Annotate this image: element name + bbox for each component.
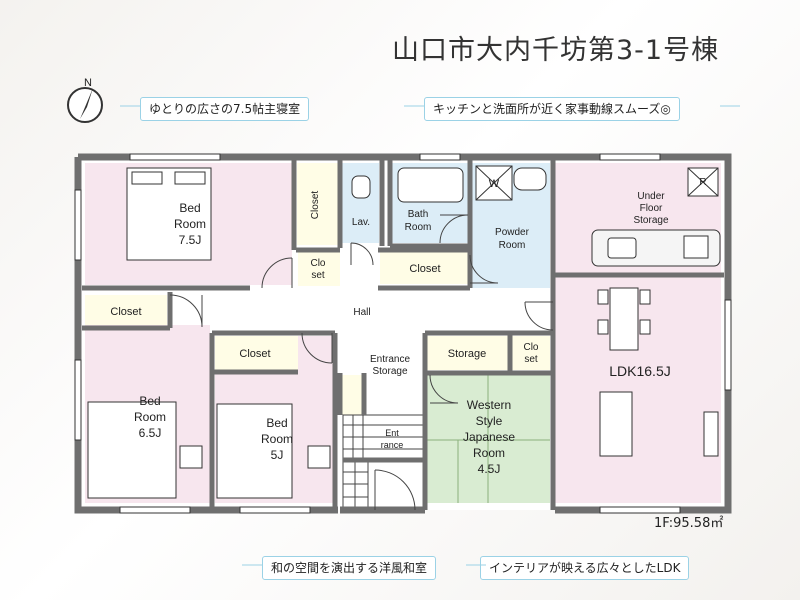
closet-mid-label: Closet — [409, 263, 440, 275]
bath-label-2: Room — [405, 222, 432, 233]
wet-fixtures — [351, 165, 547, 203]
closet-left-label: Closet — [110, 306, 141, 318]
powder-label-2: Room — [499, 240, 526, 251]
callout-japanese-room: 和の空間を演出する洋風和室 — [262, 556, 437, 580]
compass-icon: N — [67, 77, 103, 123]
bed2-label-2: Room — [134, 410, 166, 424]
closet-small2-label-2: set — [524, 354, 538, 365]
room-fill-storage — [427, 336, 509, 370]
callout-ldk: インテリアが映える広々としたLDK — [480, 556, 690, 580]
washer-label: W — [489, 178, 500, 190]
japanese-label-5: 4.5J — [478, 462, 501, 476]
callout-master-bedroom: ゆとりの広さの7.5帖主寝室 — [140, 97, 310, 121]
japanese-label-2: Style — [476, 414, 503, 428]
closet-top-label: Closet — [310, 191, 321, 220]
bed3-label-2: Room — [261, 432, 293, 446]
under-floor-label-1: Under — [637, 191, 665, 202]
fridge-label: R — [699, 177, 706, 188]
room-fill-closet-mid — [380, 252, 470, 284]
kitchen-counter — [591, 167, 721, 267]
bed2-label-3: 6.5J — [139, 426, 162, 440]
entrance-storage-label-1: Entrance — [370, 354, 410, 365]
japanese-label-1: Western — [467, 398, 511, 412]
compass-label: N — [84, 77, 92, 89]
room-fill-lav — [341, 163, 379, 243]
under-floor-label-2: Floor — [640, 203, 663, 214]
windows — [74, 153, 732, 514]
japanese-label-4: Room — [473, 446, 505, 460]
room-labels: Bed Room 7.5J Closet Lav. Bath Room Powd… — [110, 177, 706, 476]
bed3-label-1: Bed — [266, 416, 287, 430]
storage-label: Storage — [448, 348, 487, 360]
hall-label: Hall — [353, 307, 370, 318]
room-fill-closet-small2 — [512, 336, 550, 370]
callout-kitchen-washroom: キッチンと洗面所が近く家事動線スムーズ◎ — [424, 97, 680, 121]
tatami-pattern — [427, 375, 550, 503]
page-title: 山口市大内千坊第3-1号棟 — [392, 35, 720, 66]
interior-walls — [82, 160, 724, 510]
japanese-label-3: Japanese — [463, 430, 515, 444]
closet-small2-label-1: Clo — [523, 342, 538, 353]
room-fill-closet-left — [85, 295, 167, 325]
powder-label-1: Powder — [495, 227, 530, 238]
entrance-storage-label-2: Storage — [372, 366, 407, 377]
floor-area-label: 1F:95.58㎡ — [654, 516, 724, 531]
ldk-furniture — [597, 287, 719, 457]
room-fill-closet-bed3 — [215, 336, 298, 370]
bed1-label-2: Room — [174, 217, 206, 231]
bath-label-1: Bath — [408, 209, 429, 220]
bed1-label-1: Bed — [179, 201, 200, 215]
entrance-label-2: rance — [381, 440, 404, 450]
room-fill-entrance-storage — [342, 375, 362, 415]
bed1-label-3: 7.5J — [179, 233, 202, 247]
room-fill-closet-top — [297, 163, 341, 245]
closet-small1-label-2: set — [311, 270, 325, 281]
door-swings — [169, 214, 554, 511]
entrance-label-1: Ent — [385, 428, 399, 438]
lav-label: Lav. — [352, 217, 370, 228]
bed-furniture — [87, 167, 331, 499]
room-fill-closet-small1 — [298, 252, 340, 286]
bed3-label-3: 5J — [271, 448, 284, 462]
bed2-label-1: Bed — [139, 394, 160, 408]
closet-bed3-label: Closet — [239, 348, 270, 360]
under-floor-label-3: Storage — [633, 215, 668, 226]
ldk-label: LDK16.5J — [609, 363, 670, 379]
closet-small1-label-1: Clo — [310, 258, 325, 269]
